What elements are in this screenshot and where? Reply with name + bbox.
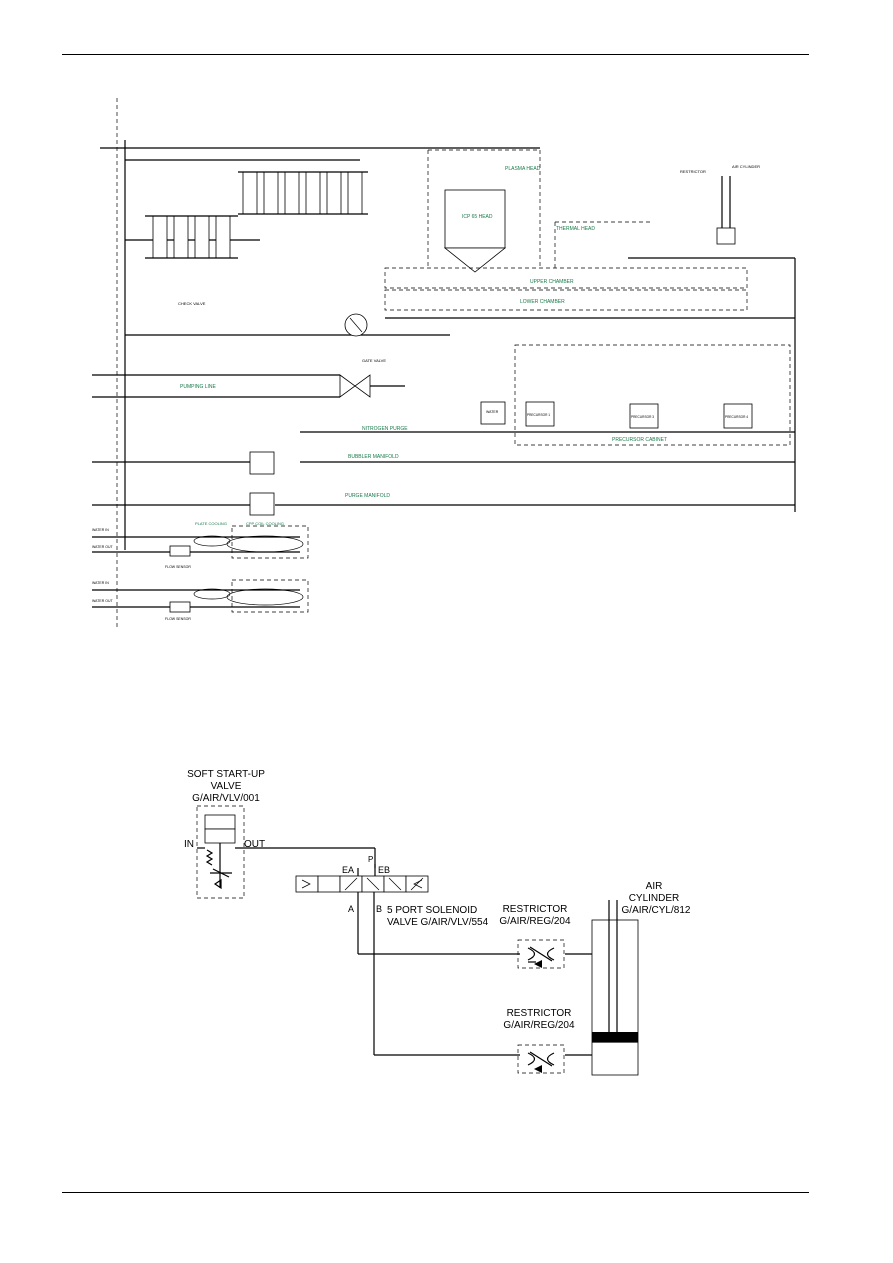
restrictor-lower-title-2: G/AIR/REG/204 — [503, 1020, 575, 1031]
label-cpp-coil-cooling: CPP COIL COOLING — [246, 521, 284, 526]
label-restrictor-top: RESTRICTOR — [680, 169, 706, 174]
label-precursor-4: PRECURSOR 4 — [725, 415, 748, 419]
label-precursor-cabinet: PRECURSOR CABINET — [612, 437, 667, 443]
label-plate-cooling: PLATE COOLING — [195, 521, 227, 526]
soft-start-title-2: VALVE — [211, 781, 242, 792]
restrictor-upper-title-2: G/AIR/REG/204 — [499, 916, 571, 927]
label-air-cylinder-top: AIR CYLINDER — [732, 164, 760, 169]
footer-rule — [62, 1192, 809, 1193]
soft-start-in-label: IN — [184, 839, 194, 850]
solenoid-title-2: VALVE G/AIR/VLV/554 — [387, 917, 489, 928]
label-purge-manifold: PURGE MANIFOLD — [345, 493, 390, 499]
solenoid-a-label: A — [348, 904, 354, 914]
restrictor-upper-title-1: RESTRICTOR — [503, 904, 568, 915]
header-rule — [62, 54, 809, 55]
solenoid-title-1: 5 PORT SOLENOID — [387, 905, 477, 916]
label-plasma-head: PLASMA HEAD — [505, 166, 541, 172]
solenoid-p-label: P — [368, 855, 373, 864]
label-icp-head: ICP 65 HEAD — [462, 214, 493, 220]
mfc-bank-lower — [145, 215, 238, 259]
soft-start-title-3: G/AIR/VLV/001 — [192, 793, 260, 804]
restrictor-lower-title-1: RESTRICTOR — [507, 1008, 572, 1019]
label-water-in-2: WATER IN — [92, 581, 109, 585]
cylinder-title-3: G/AIR/CYL/812 — [622, 905, 691, 916]
mfc-bank-upper — [238, 171, 368, 215]
restrictor-upper-symbol — [517, 939, 565, 969]
label-precursor-1: PRECURSOR 1 — [527, 413, 550, 417]
cylinder-title-2: CYLINDER — [629, 893, 680, 904]
solenoid-ea-label: EA — [342, 865, 354, 875]
label-upper-chamber: UPPER CHAMBER — [530, 279, 574, 285]
label-flow-sensor-2: FLOW SENSOR — [165, 617, 191, 621]
label-gate-valve: GATE VALVE — [362, 358, 386, 363]
label-water-out-1: WATER OUT — [92, 545, 113, 549]
label-water-out-2: WATER OUT — [92, 599, 113, 603]
solenoid-b-label: B — [376, 904, 382, 914]
solenoid-valve-body — [295, 875, 429, 893]
label-flow-sensor-1: FLOW SENSOR — [165, 565, 191, 569]
label-pumping-line: PUMPING LINE — [180, 384, 217, 390]
soft-start-out-label: OUT — [244, 839, 265, 850]
solenoid-eb-label: EB — [378, 865, 390, 875]
label-precursor-3: PRECURSOR 3 — [631, 415, 654, 419]
label-nitrogen-purge: NITROGEN PURGE — [362, 426, 408, 432]
label-water-in-1: WATER IN — [92, 528, 109, 532]
cylinder-title-1: AIR — [646, 881, 663, 892]
restrictor-lower-symbol — [517, 1044, 565, 1074]
soft-start-frame — [196, 805, 245, 899]
label-lower-chamber: LOWER CHAMBER — [520, 299, 565, 305]
label-thermal-head: THERMAL HEAD — [556, 226, 595, 232]
soft-start-title-1: SOFT START-UP — [187, 769, 265, 780]
label-water-bottle: WATER — [486, 410, 499, 414]
air-cylinder-symbol — [591, 900, 639, 1076]
label-bubbler-manifold: BUBBLER MANIFOLD — [348, 454, 399, 460]
label-check-valve: CHECK VALVE — [178, 301, 206, 306]
